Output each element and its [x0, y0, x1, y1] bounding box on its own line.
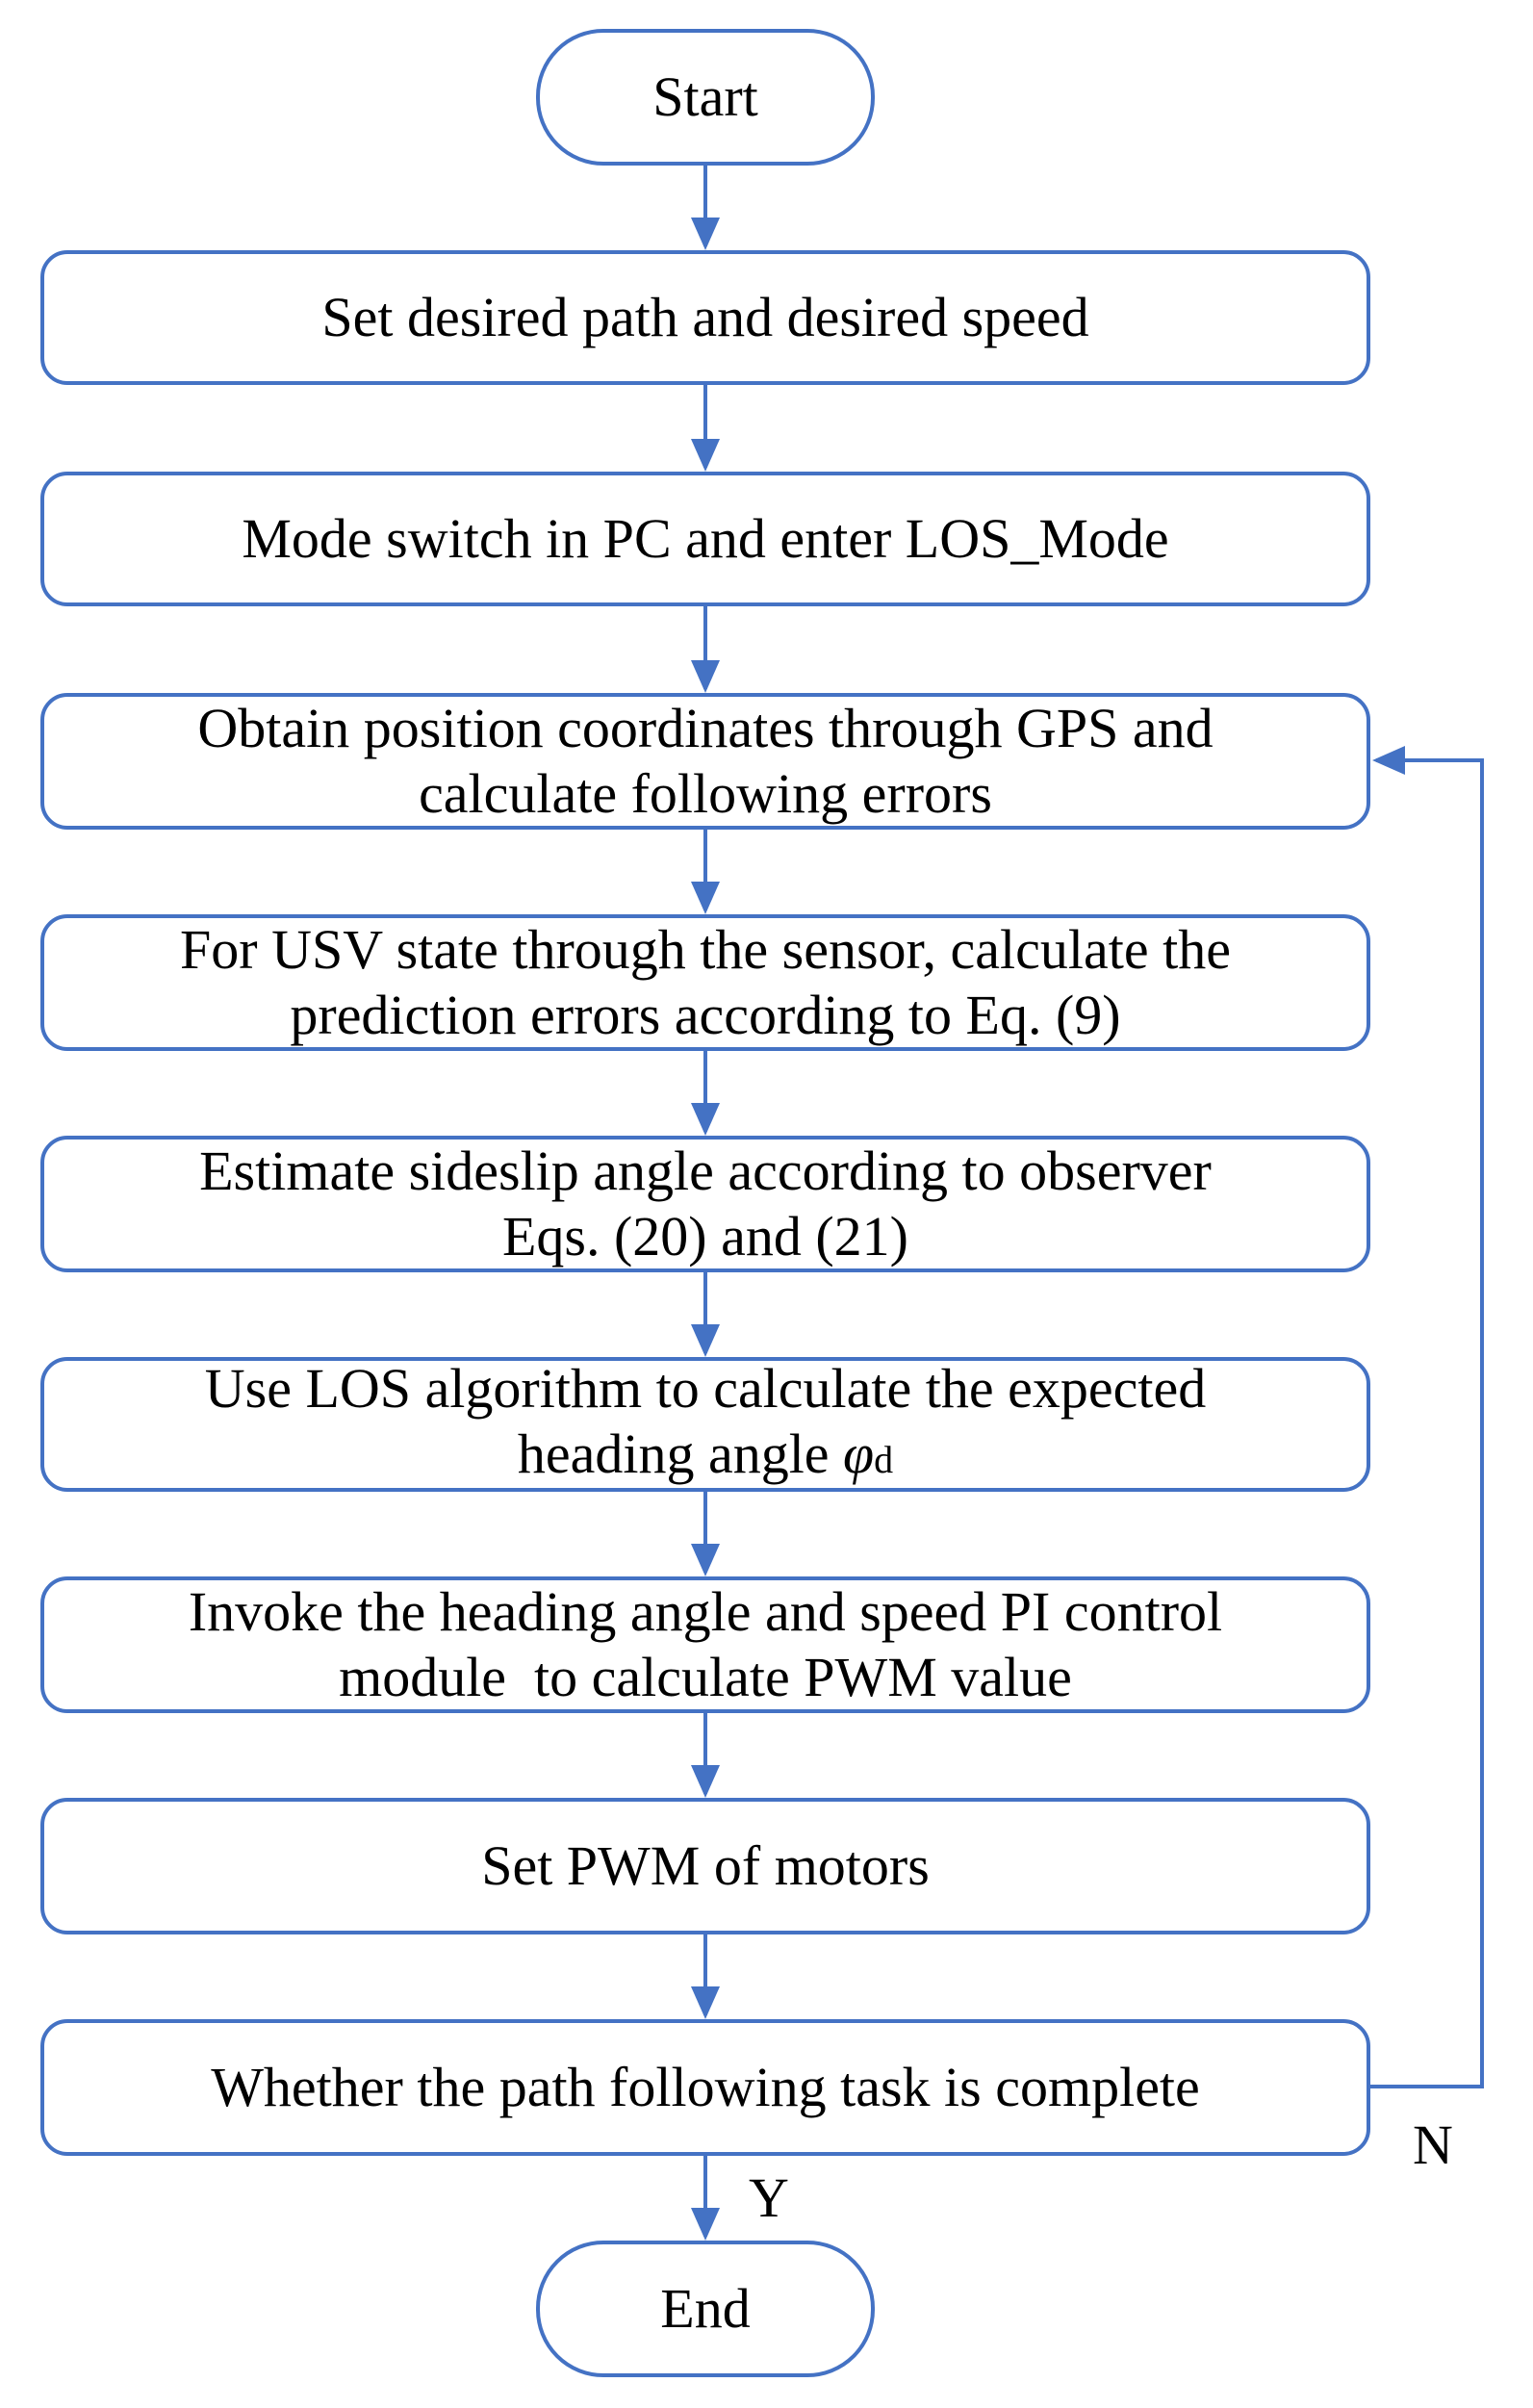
end-label: End — [660, 2277, 751, 2340]
usv-state-line2: prediction errors according to Eq. (9) — [290, 984, 1121, 1046]
set-desired-path-step: Set desired path and desired speed — [40, 250, 1370, 385]
estimate-sideslip-step: Estimate sideslip angle according to obs… — [40, 1136, 1370, 1272]
estimate-sideslip-line1: Estimate sideslip angle according to obs… — [199, 1140, 1212, 1202]
set-pwm-label: Set PWM of motors — [481, 1834, 930, 1897]
los-algorithm-line1: Use LOS algorithm to calculate the expec… — [204, 1357, 1207, 1420]
los-algorithm-line2: heading angle φd — [518, 1422, 893, 1493]
obtain-position-line2: calculate following errors — [419, 762, 992, 825]
obtain-position-step: Obtain position coordinates through GPS … — [40, 693, 1370, 830]
branch-label-no: N — [1413, 2113, 1453, 2176]
phi-subscript: d — [874, 1438, 894, 1481]
los-algorithm-line2-text: heading angle — [517, 1422, 844, 1485]
phi-symbol: φ — [843, 1422, 875, 1485]
estimate-sideslip-line2: Eqs. (20) and (21) — [501, 1205, 908, 1268]
los-algorithm-step: Use LOS algorithm to calculate the expec… — [40, 1357, 1370, 1492]
invoke-pi-line2: module to calculate PWM value — [339, 1646, 1072, 1708]
obtain-position-line1: Obtain position coordinates through GPS … — [197, 697, 1214, 759]
usv-state-line1: For USV state through the sensor, calcul… — [180, 918, 1231, 981]
branch-label-yes: Y — [749, 2166, 789, 2229]
set-pwm-step: Set PWM of motors — [40, 1798, 1370, 1934]
invoke-pi-control-step: Invoke the heading angle and speed PI co… — [40, 1576, 1370, 1713]
decision-label: Whether the path following task is compl… — [211, 2056, 1200, 2118]
decision-step: Whether the path following task is compl… — [40, 2019, 1370, 2156]
set-desired-path-label: Set desired path and desired speed — [321, 286, 1089, 348]
usv-state-step: For USV state through the sensor, calcul… — [40, 914, 1370, 1051]
start-node: Start — [536, 29, 875, 166]
arrow-loop-back-no — [1370, 746, 1484, 2088]
mode-switch-step: Mode switch in PC and enter LOS_Mode — [40, 472, 1370, 606]
end-node: End — [536, 2241, 875, 2377]
start-label: Start — [652, 65, 758, 128]
mode-switch-label: Mode switch in PC and enter LOS_Mode — [242, 507, 1169, 570]
invoke-pi-line1: Invoke the heading angle and speed PI co… — [188, 1580, 1223, 1643]
